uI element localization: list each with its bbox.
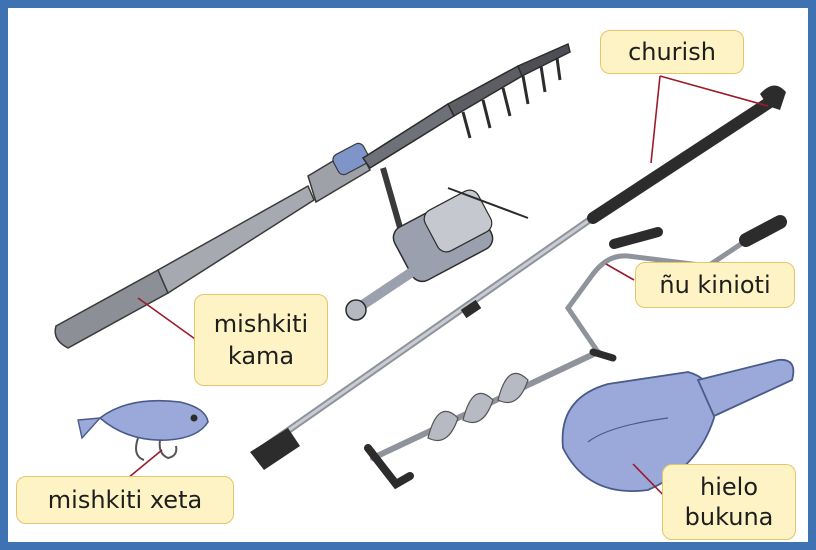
label-mishkiti-kama-line1: mishkiti xyxy=(214,308,308,340)
label-mishkiti-xeta: mishkiti xeta xyxy=(16,476,234,524)
leader-line-mishkiti-xeta xyxy=(128,450,162,478)
label-mishkiti-kama-line2: kama xyxy=(228,340,294,372)
illustration-canvas: churish ñu kinioti mishkiti kama mishkit… xyxy=(8,8,808,542)
label-mishkiti-xeta-text: mishkiti xeta xyxy=(48,484,202,516)
label-nu-kinioti-text: ñu kinioti xyxy=(659,269,770,301)
label-hielo-bukuna-line2: bukuna xyxy=(685,502,774,532)
label-hielo-bukuna-line1: hielo xyxy=(700,472,758,502)
label-churish-text: churish xyxy=(628,36,716,68)
label-mishkiti-kama: mishkiti kama xyxy=(194,294,328,386)
label-nu-kinioti: ñu kinioti xyxy=(635,262,795,308)
label-churish: churish xyxy=(600,30,744,74)
fishing-lure-icon xyxy=(78,401,208,460)
label-hielo-bukuna: hielo bukuna xyxy=(662,464,796,540)
leader-line-mishkiti-kama xyxy=(138,298,202,344)
leader-line-nu-kinioti xyxy=(606,264,634,280)
